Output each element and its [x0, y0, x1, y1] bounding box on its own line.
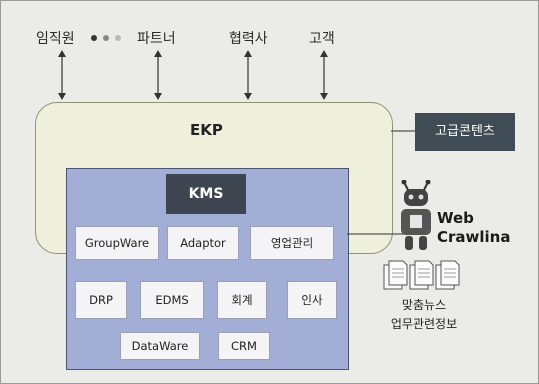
- kms-title: KMS: [166, 174, 246, 214]
- ekp-label: EKP: [190, 121, 223, 139]
- news-label: 맞춤뉴스 업무관련정보: [374, 296, 474, 334]
- module-adaptor: Adaptor: [167, 226, 239, 260]
- connector-crawler: [347, 233, 407, 235]
- dots-icon: [91, 35, 121, 41]
- news-line2: 업무관련정보: [390, 317, 458, 331]
- stakeholder-partners: 파트너: [137, 31, 176, 47]
- news-line1: 맞춤뉴스: [401, 298, 447, 312]
- arrow-partners: [154, 50, 162, 100]
- arrow-employees: [58, 50, 66, 100]
- premium-content-box: 고급콘텐츠: [415, 113, 515, 151]
- robot-icon: [401, 180, 431, 250]
- web-crawling-line2: Crawlina: [437, 228, 511, 246]
- arrow-customers: [320, 50, 328, 100]
- module-accounting: 회계: [217, 281, 267, 319]
- connector-premium: [391, 130, 417, 132]
- web-crawling-line1: Web: [437, 209, 474, 227]
- module-crm: CRM: [218, 332, 270, 360]
- dot-separator: [90, 30, 130, 49]
- module-dataware: DataWare: [120, 332, 200, 360]
- module-edms: EDMS: [140, 281, 204, 319]
- module-sales-management: 영업관리: [250, 226, 334, 260]
- stakeholder-collaborators: 협력사: [229, 31, 268, 47]
- module-groupware: GroupWare: [75, 226, 159, 260]
- stakeholder-customers: 고객: [309, 31, 335, 47]
- stakeholder-employees: 임직원: [36, 31, 75, 47]
- arrow-collaborators: [244, 50, 252, 100]
- documents-icon: [383, 260, 460, 290]
- module-drp: DRP: [75, 281, 127, 319]
- module-hr: 인사: [287, 281, 337, 319]
